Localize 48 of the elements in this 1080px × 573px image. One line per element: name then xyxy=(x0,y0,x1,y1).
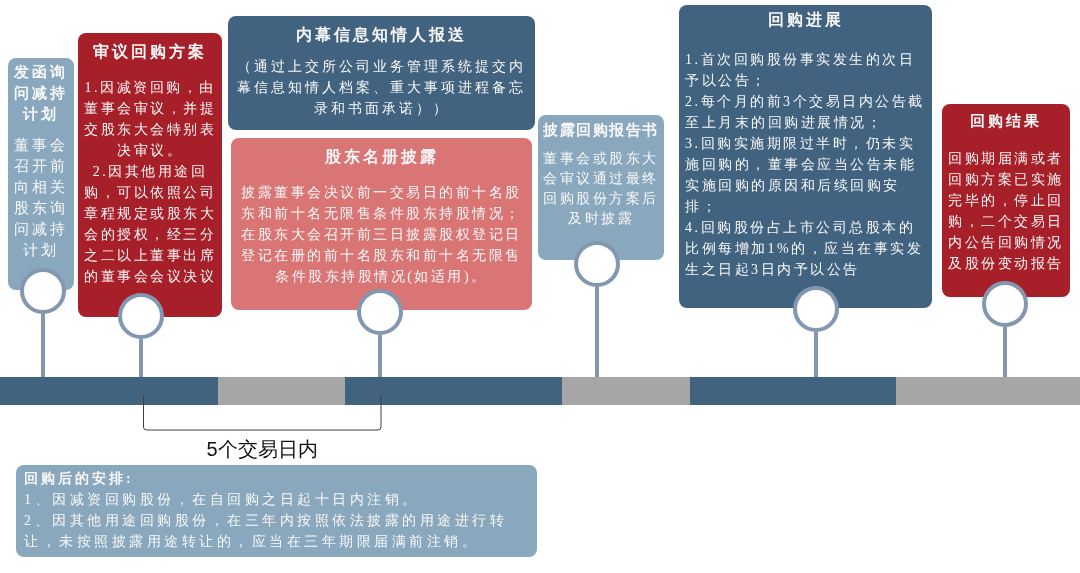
card-title: 股东名册披露 xyxy=(323,147,440,167)
duration-label: 5个交易日内 xyxy=(205,437,319,462)
card-text: 3.回购实施期限过半时，仍未实施回购的，董事会应当公告未能实施回购的原因和后续回购安排； xyxy=(685,135,917,216)
step-card xyxy=(228,16,535,130)
card-text: 披露董事会决议前一交易日的前十名股东和前十名无限售条件股东持股情况；在股东大会召开前三日披露股权登记日登记在册的前十名股东和前十名无限售条件股东持股情况(如适用)。 xyxy=(240,184,523,286)
card-text: 董事会召开前向相关股东询问减持计划 xyxy=(13,136,69,260)
timeline-segment xyxy=(562,377,690,405)
card-text: 4.回购股份占上市公司总股本的比例每增加1%的，应当在事实发生之日起3日内予以公告 xyxy=(685,219,925,279)
stem-line xyxy=(41,314,45,377)
stem-line xyxy=(595,287,599,377)
timeline-segment xyxy=(690,377,896,405)
timeline-segment xyxy=(345,377,562,405)
card-title: 回购结果 xyxy=(969,112,1043,131)
step-card xyxy=(942,104,1070,297)
timeline-marker xyxy=(357,289,403,335)
card-title: 审议回购方案 xyxy=(92,42,208,62)
step-card xyxy=(8,58,74,290)
stem-line xyxy=(814,332,818,377)
stem-line xyxy=(1003,327,1007,377)
card-text: 1、因减资回购股份，在自回购之日起十日内注销。 xyxy=(24,491,421,509)
card-text: 2.因其他用途回购，可以依照公司章程规定或股东大会的授权，经三分之二以上董事出席的董事会会议决议 xyxy=(83,163,217,286)
timeline-segment xyxy=(896,377,1080,405)
card-text: 董事会或股东大会审议通过最终回购股份方案后及时披露 xyxy=(542,150,660,228)
stem-line xyxy=(378,335,382,377)
card-text: 2.每个月的前3个交易日内公告截至上月末的回购进展情况； xyxy=(685,93,926,132)
timeline-marker xyxy=(20,268,66,314)
card-title: 内幕信息知情人报送 xyxy=(295,25,468,45)
card-text: 2、因其他用途回购股份，在三年内按照依法披露的用途进行转让，未按照披露用途转让的，应当在三年期限届满前注销。 xyxy=(24,512,508,551)
card-title: 回购进展 xyxy=(766,10,845,30)
card-text: 回购期届满或者回购方案已实施完毕的，停止回购，二个交易日内公告回购情况及股份变动报告 xyxy=(947,150,1065,273)
step-card xyxy=(231,138,532,310)
card-text: 1.因减资回购，由董事会审议，并提交股东大会特别表决审议。 xyxy=(83,79,217,160)
card-title: 披露回购报告书 xyxy=(542,121,660,140)
step-card xyxy=(78,33,222,317)
card-text: （通过上交所公司业务管理系统提交内幕信息知情人档案、重大事项进程备忘录和书面承诺）） xyxy=(236,58,527,118)
stem-line xyxy=(139,339,143,377)
card-title: 发函询问减持计划 xyxy=(13,63,69,124)
card-text: 1.首次回购股份事实发生的次日予以公告； xyxy=(685,51,916,90)
note-card xyxy=(16,465,537,557)
timeline-segment xyxy=(0,377,218,405)
step-card xyxy=(679,5,932,308)
card-title: 回购后的安排: xyxy=(24,470,135,488)
timeline-marker xyxy=(118,293,164,339)
timeline-marker xyxy=(793,286,839,332)
timeline-segment xyxy=(218,377,345,405)
timeline-marker xyxy=(574,241,620,287)
timeline-marker xyxy=(982,281,1028,327)
step-card xyxy=(538,115,664,260)
